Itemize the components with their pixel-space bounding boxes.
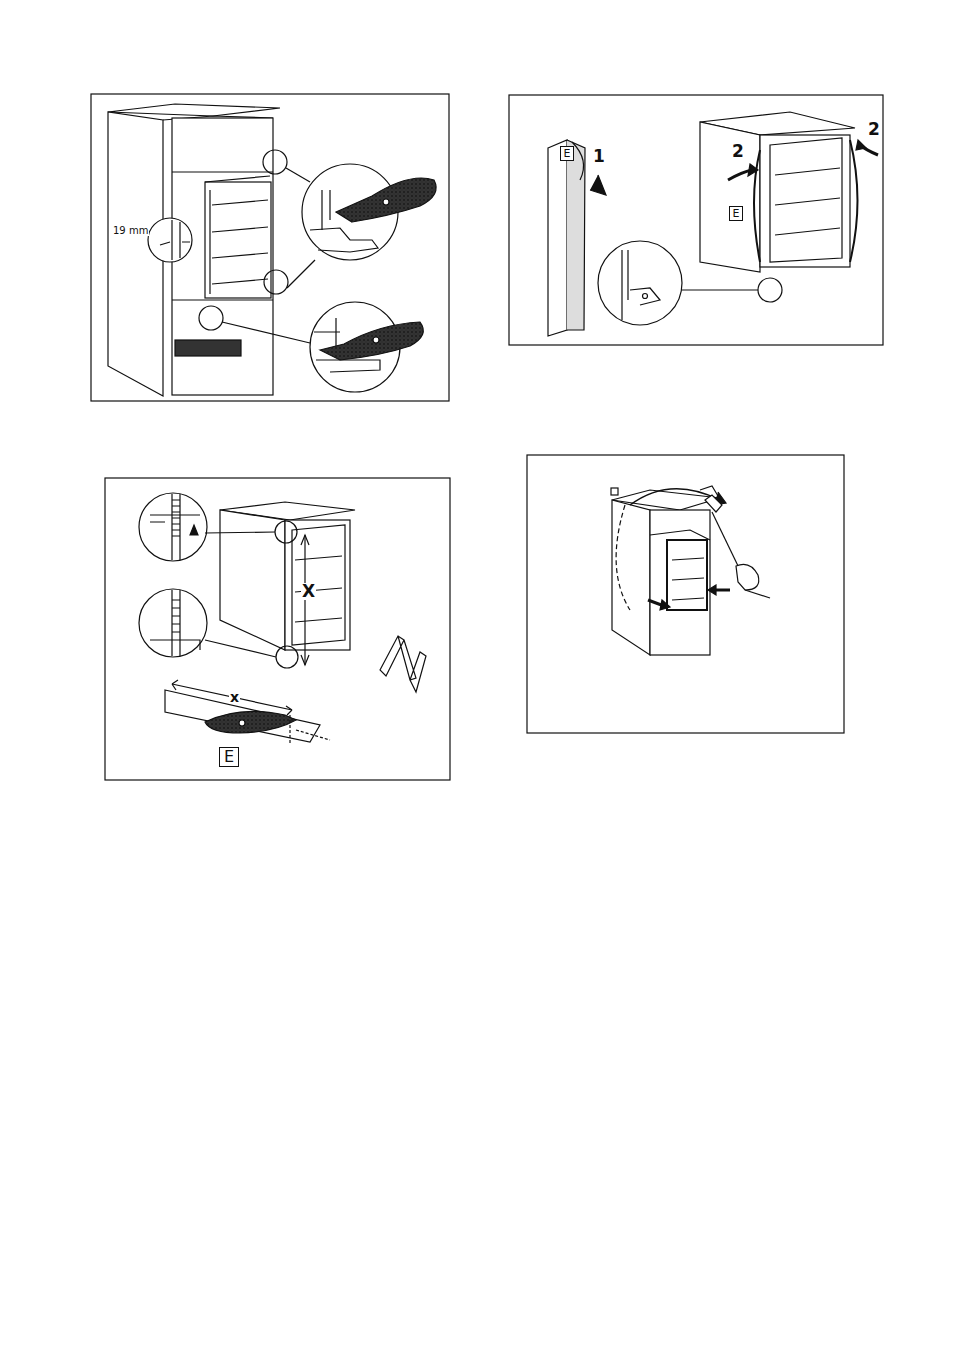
part-letter-box: E [729, 206, 743, 221]
part-letter: E [564, 148, 571, 159]
callout-number: 2 [867, 121, 881, 138]
callout-number: x [229, 690, 240, 704]
part-letter-box: E [219, 747, 239, 767]
part-letter: E [733, 208, 740, 219]
part-letter-box: E [560, 146, 574, 161]
dimension-label: 19 mm [112, 226, 149, 236]
part-letter: E [224, 749, 234, 765]
callout-number: 2 [731, 143, 745, 160]
callout-number: 1 [592, 148, 606, 165]
callout-number: X [301, 583, 316, 600]
